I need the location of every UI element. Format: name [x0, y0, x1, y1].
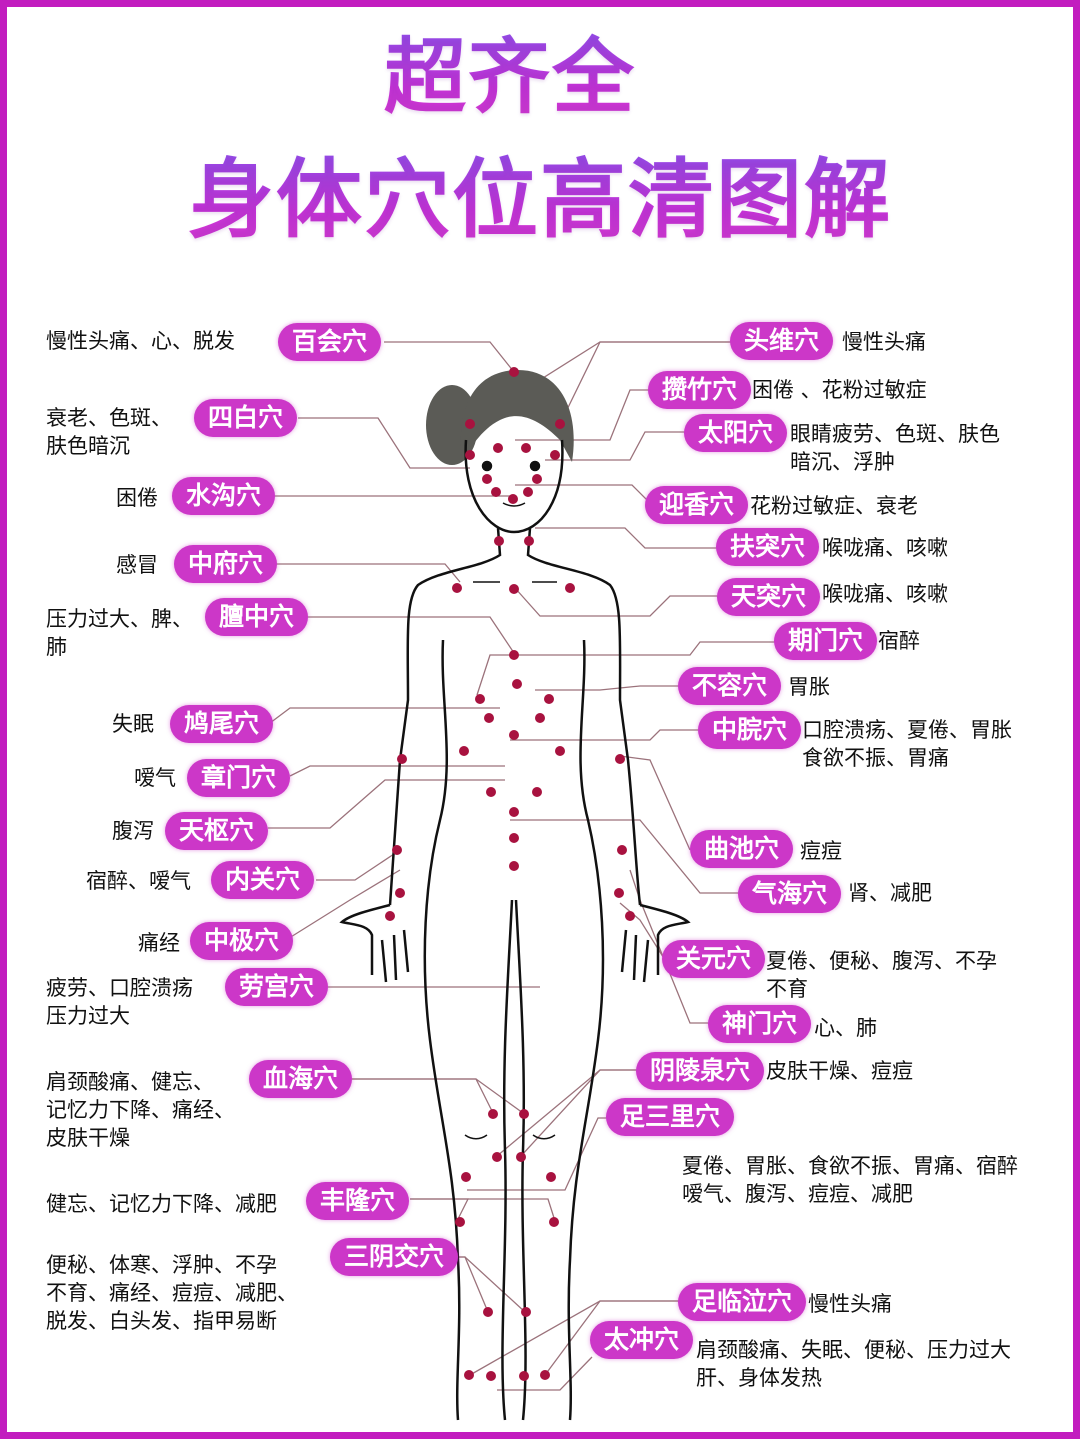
acupoint-label-yingxiang[interactable]: 迎香穴 — [645, 486, 749, 524]
title-line-1: 超齐全 — [0, 28, 1050, 128]
effects-baihui: 慢性头痛、心、脱发 — [46, 329, 235, 353]
effects-zhongfu: 感冒 — [116, 553, 158, 577]
acupoint-label-guanyuan[interactable]: 关元穴 — [662, 940, 766, 978]
effects-quchi: 痘痘 — [800, 839, 842, 863]
acupoint-label-fenglong[interactable]: 丰隆穴 — [306, 1182, 410, 1220]
acupoint-dots — [385, 367, 635, 1381]
effects-futu: 喉咙痛、咳嗽 — [822, 536, 948, 560]
title-line-2: 身体穴位高清图解 — [0, 148, 1080, 252]
effects-burong: 胃胀 — [788, 675, 830, 699]
acupoint-label-futu[interactable]: 扶突穴 — [716, 528, 820, 566]
acupoint-label-touwei[interactable]: 头维穴 — [730, 322, 834, 360]
acupoint-label-yinlingquan[interactable]: 阴陵泉穴 — [636, 1052, 765, 1090]
effects-touwei: 慢性头痛 — [842, 330, 926, 354]
acupoint-label-xuehai[interactable]: 血海穴 — [249, 1060, 353, 1098]
acupoint-label-quchi[interactable]: 曲池穴 — [690, 830, 794, 868]
effects-laogong: 疲劳、口腔溃疡 压力过大 — [46, 976, 193, 1028]
effects-xuehai: 肩颈酸痛、健忘、 记忆力下降、痛经、 皮肤干燥 — [46, 1070, 235, 1150]
acupoint-label-zhongfu[interactable]: 中府穴 — [174, 545, 278, 583]
effects-yinlingquan: 皮肤干燥、痘痘 — [766, 1059, 913, 1083]
effects-zulinqi: 慢性头痛 — [808, 1292, 892, 1316]
effects-danzhong: 压力过大、脾、 肺 — [46, 607, 193, 659]
effects-guanyuan: 夏倦、便秘、腹泻、不孕 不育 — [766, 949, 997, 1001]
effects-zhongwan: 口腔溃疡、夏倦、胃胀 食欲不振、胃痛 — [802, 718, 1012, 770]
effects-shuigou: 困倦 — [116, 486, 158, 510]
effects-jiuwei: 失眠 — [112, 712, 154, 736]
acupoint-label-danzhong[interactable]: 膻中穴 — [205, 598, 309, 636]
acupoint-label-laogong[interactable]: 劳宫穴 — [225, 968, 329, 1006]
acupoint-label-zhongji[interactable]: 中极穴 — [190, 922, 294, 960]
acupoint-label-baihui[interactable]: 百会穴 — [278, 323, 382, 361]
acupoint-label-shenmen[interactable]: 神门穴 — [708, 1005, 812, 1043]
effects-tianshu: 腹泻 — [112, 819, 154, 843]
acupoint-label-qihai[interactable]: 气海穴 — [738, 875, 842, 913]
acupoint-label-neiguan[interactable]: 内关穴 — [211, 861, 315, 899]
acupoint-label-qimen[interactable]: 期门穴 — [774, 622, 878, 660]
effects-taiyang: 眼睛疲劳、色斑、肤色 暗沉、浮肿 — [790, 422, 1000, 474]
acupoint-label-burong[interactable]: 不容穴 — [678, 667, 782, 705]
effects-tiantu: 喉咙痛、咳嗽 — [822, 582, 948, 606]
acupoint-label-tiantu[interactable]: 天突穴 — [717, 578, 821, 616]
acupoint-label-zulinqi[interactable]: 足临泣穴 — [678, 1283, 807, 1321]
acupoint-label-zusanli[interactable]: 足三里穴 — [606, 1098, 735, 1136]
effects-cuanzhu: 困倦 、花粉过敏症 — [752, 378, 927, 402]
effects-zhangmen: 嗳气 — [134, 766, 176, 790]
acupoint-label-zhongwan[interactable]: 中脘穴 — [698, 711, 802, 749]
acupoint-label-tianshu[interactable]: 天枢穴 — [165, 812, 269, 850]
effects-sanyinjiao: 便秘、体寒、浮肿、不孕 不育、痛经、痘痘、减肥、 脱发、白头发、指甲易断 — [46, 1253, 298, 1333]
effects-fenglong: 健忘、记忆力下降、减肥 — [46, 1192, 277, 1216]
effects-shenmen: 心、肺 — [814, 1016, 877, 1040]
acupoint-label-taiyang[interactable]: 太阳穴 — [684, 414, 788, 452]
acupoint-label-zhangmen[interactable]: 章门穴 — [187, 759, 291, 797]
acupoint-label-sanyinjiao[interactable]: 三阴交穴 — [330, 1238, 459, 1276]
effects-zhongji: 痛经 — [138, 931, 180, 955]
effects-qimen: 宿醉 — [878, 629, 920, 653]
acupoint-label-jiuwei[interactable]: 鸠尾穴 — [170, 705, 274, 743]
effects-sibai: 衰老、色斑、 肤色暗沉 — [46, 406, 172, 458]
acupoint-label-taichong[interactable]: 太冲穴 — [590, 1321, 694, 1359]
effects-taichong: 肩颈酸痛、失眠、便秘、压力过大 肝、身体发热 — [696, 1338, 1011, 1390]
acupoint-label-cuanzhu[interactable]: 攒竹穴 — [648, 371, 752, 409]
acupoint-label-sibai[interactable]: 四白穴 — [194, 399, 298, 437]
effects-yingxiang: 花粉过敏症、衰老 — [750, 494, 918, 518]
acupoint-label-shuigou[interactable]: 水沟穴 — [172, 477, 276, 515]
effects-qihai: 肾、减肥 — [848, 881, 932, 905]
effects-neiguan: 宿醉、嗳气 — [86, 869, 191, 893]
effects-zusanli: 夏倦、胃胀、食欲不振、胃痛、宿醉 嗳气、腹泻、痘痘、减肥 — [682, 1154, 1018, 1206]
